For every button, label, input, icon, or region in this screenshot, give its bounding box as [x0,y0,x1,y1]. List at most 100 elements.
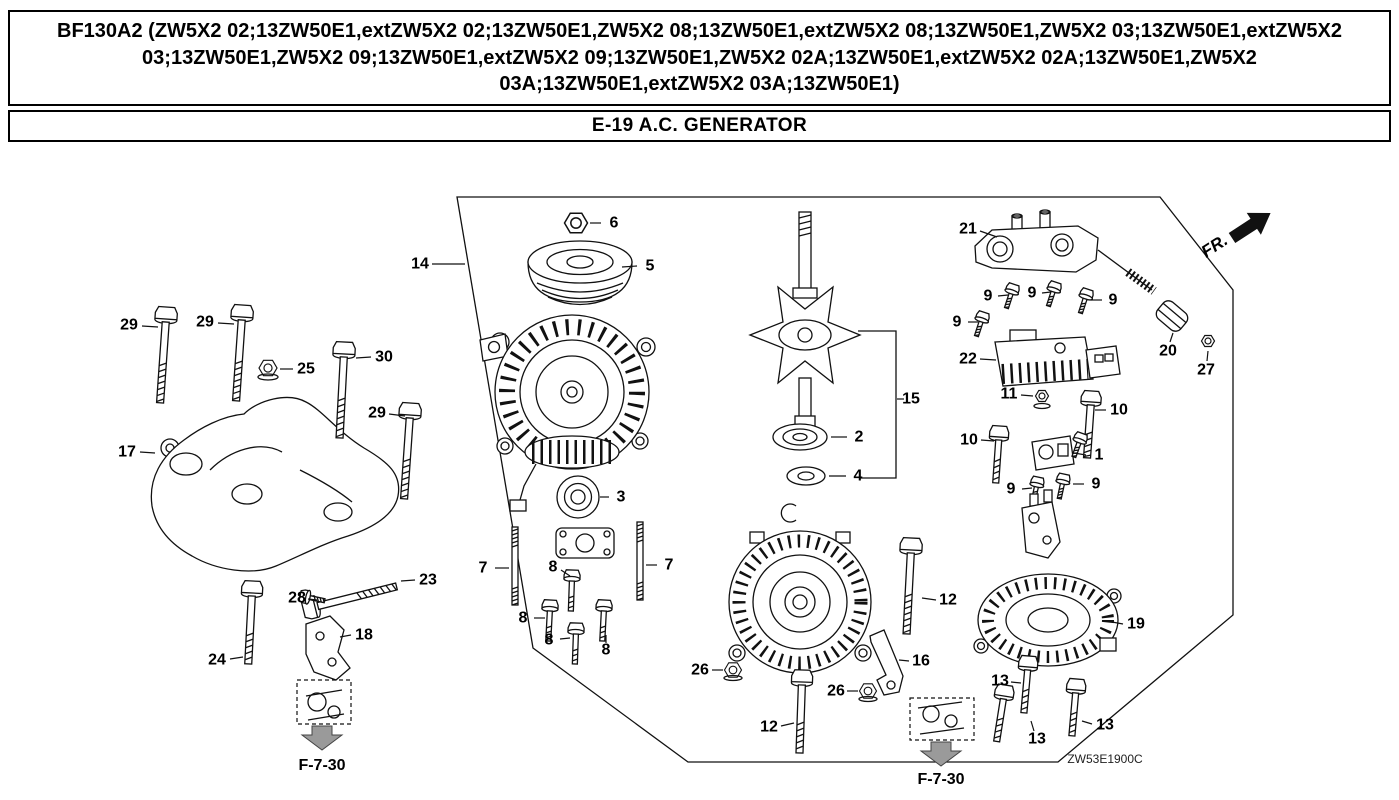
part-number-25[interactable]: 25 [297,361,315,378]
part-number-13[interactable]: 13 [1028,731,1046,748]
part-number-13[interactable]: 13 [1096,717,1114,734]
part-number-26[interactable]: 26 [691,662,709,679]
fr-direction-arrow-icon [1228,212,1271,244]
callout-leader-5 [621,265,638,268]
callout-leader-23 [400,579,416,582]
part-number-3[interactable]: 3 [617,489,626,506]
section-title-text: E-19 A.C. GENERATOR [591,115,808,136]
part-bearing-3 [556,475,600,519]
reference-link-1[interactable]: F-7-30 [298,757,345,774]
callout-leader-22 [979,358,997,361]
part-number-9[interactable]: 9 [984,288,993,305]
part-number-23[interactable]: 23 [419,572,437,589]
callout-leader-9 [997,294,1009,297]
callout-leader-13 [1010,681,1022,684]
down-arrow-icon [300,725,344,751]
part-bracket-21 [974,209,1157,295]
part-number-7[interactable]: 7 [479,560,488,577]
part-number-17[interactable]: 17 [118,444,136,461]
part-number-10[interactable]: 10 [960,432,978,449]
part-number-9[interactable]: 9 [1028,285,1037,302]
down-arrow-icon [919,741,963,767]
part-nut-26b [858,683,878,703]
part-nut-27 [1200,334,1216,348]
reference-link-2[interactable]: F-7-30 [917,771,964,788]
callout-leader-13 [1030,720,1035,732]
part-bracket-16 [869,629,904,696]
part-bolt-12a [894,536,924,636]
part-number-28[interactable]: 28 [288,590,306,607]
part-number-16[interactable]: 16 [912,653,930,670]
part-bolt-24 [237,579,264,666]
part-number-9[interactable]: 9 [1007,481,1016,498]
part-number-8[interactable]: 8 [602,642,611,659]
part-number-29[interactable]: 29 [368,405,386,422]
part-number-11[interactable]: 11 [1001,386,1018,403]
part-nut-11 [1033,389,1051,410]
part-number-18[interactable]: 18 [355,627,373,644]
part-number-29[interactable]: 29 [120,317,138,334]
callout-leader-30 [355,356,372,359]
callout-leader-24 [229,656,244,660]
callout-leader-8 [559,637,571,640]
section-header: E-19 A.C. GENERATOR [8,110,1391,142]
part-number-22[interactable]: 22 [959,351,977,368]
part-retainer-plate [555,527,615,559]
part-number-12[interactable]: 12 [939,592,957,609]
part-number-30[interactable]: 30 [375,349,393,366]
callout-leader-12 [921,597,937,601]
part-number-9[interactable]: 9 [953,314,962,331]
callout-leader-29 [217,322,235,325]
part-bracket-1 [1031,430,1090,471]
callout-leader-10 [980,439,995,442]
part-number-13[interactable]: 13 [991,673,1009,690]
part-number-8[interactable]: 8 [545,632,554,649]
part-number-21[interactable]: 21 [959,221,977,238]
part-nut-25 [257,359,279,381]
part-number-15[interactable]: 15 [902,391,920,408]
part-pulley-5 [527,240,633,306]
part-number-10[interactable]: 10 [1110,402,1128,419]
part-rubber-mount-20 [1155,300,1189,332]
part-number-19[interactable]: 19 [1127,616,1145,633]
part-number-12[interactable]: 12 [760,719,778,736]
part-number-8[interactable]: 8 [549,559,558,576]
reference-clamp-left [296,679,352,751]
part-number-8[interactable]: 8 [519,610,528,627]
part-number-9[interactable]: 9 [1109,292,1118,309]
callout-leader-13 [1081,720,1093,725]
part-bracket-18 [305,615,351,681]
part-number-29[interactable]: 29 [196,314,214,331]
assembly-frame-outline [456,196,1234,763]
part-number-27[interactable]: 27 [1197,362,1215,379]
part-number-4[interactable]: 4 [854,468,863,485]
callout-leader-20 [1169,332,1174,343]
callout-leader-9 [1021,487,1033,490]
part-nut-6 [563,212,589,234]
callout-leader-28 [307,598,318,601]
callout-leader-lines [139,222,1209,732]
part-number-7[interactable]: 7 [665,557,674,574]
part-number-20[interactable]: 20 [1159,343,1177,360]
part-number-9[interactable]: 9 [1092,476,1101,493]
part-rotor [748,211,862,428]
part-stator-housing [728,530,872,674]
part-alternator-body [479,314,656,512]
model-applicability-text: BF130A2 (ZW5X2 02;13ZW50E1,extZW5X2 02;1… [57,20,1342,96]
callout-leader-8 [560,569,571,577]
part-number-6[interactable]: 6 [610,215,619,232]
part-number-26[interactable]: 26 [827,683,845,700]
part-number-24[interactable]: 24 [208,652,226,669]
part-number-5[interactable]: 5 [646,258,655,275]
part-number-2[interactable]: 2 [855,429,864,446]
part-number-1[interactable]: 1 [1095,447,1104,464]
callout-leader-29 [141,325,159,328]
callout-leader-12 [780,722,795,727]
part-number-14[interactable]: 14 [411,256,429,273]
callout-leader-9 [1041,291,1052,294]
callout-leader-29 [388,413,406,417]
callout-leader-27 [1206,350,1209,362]
part-mid-bracket [1021,489,1061,559]
